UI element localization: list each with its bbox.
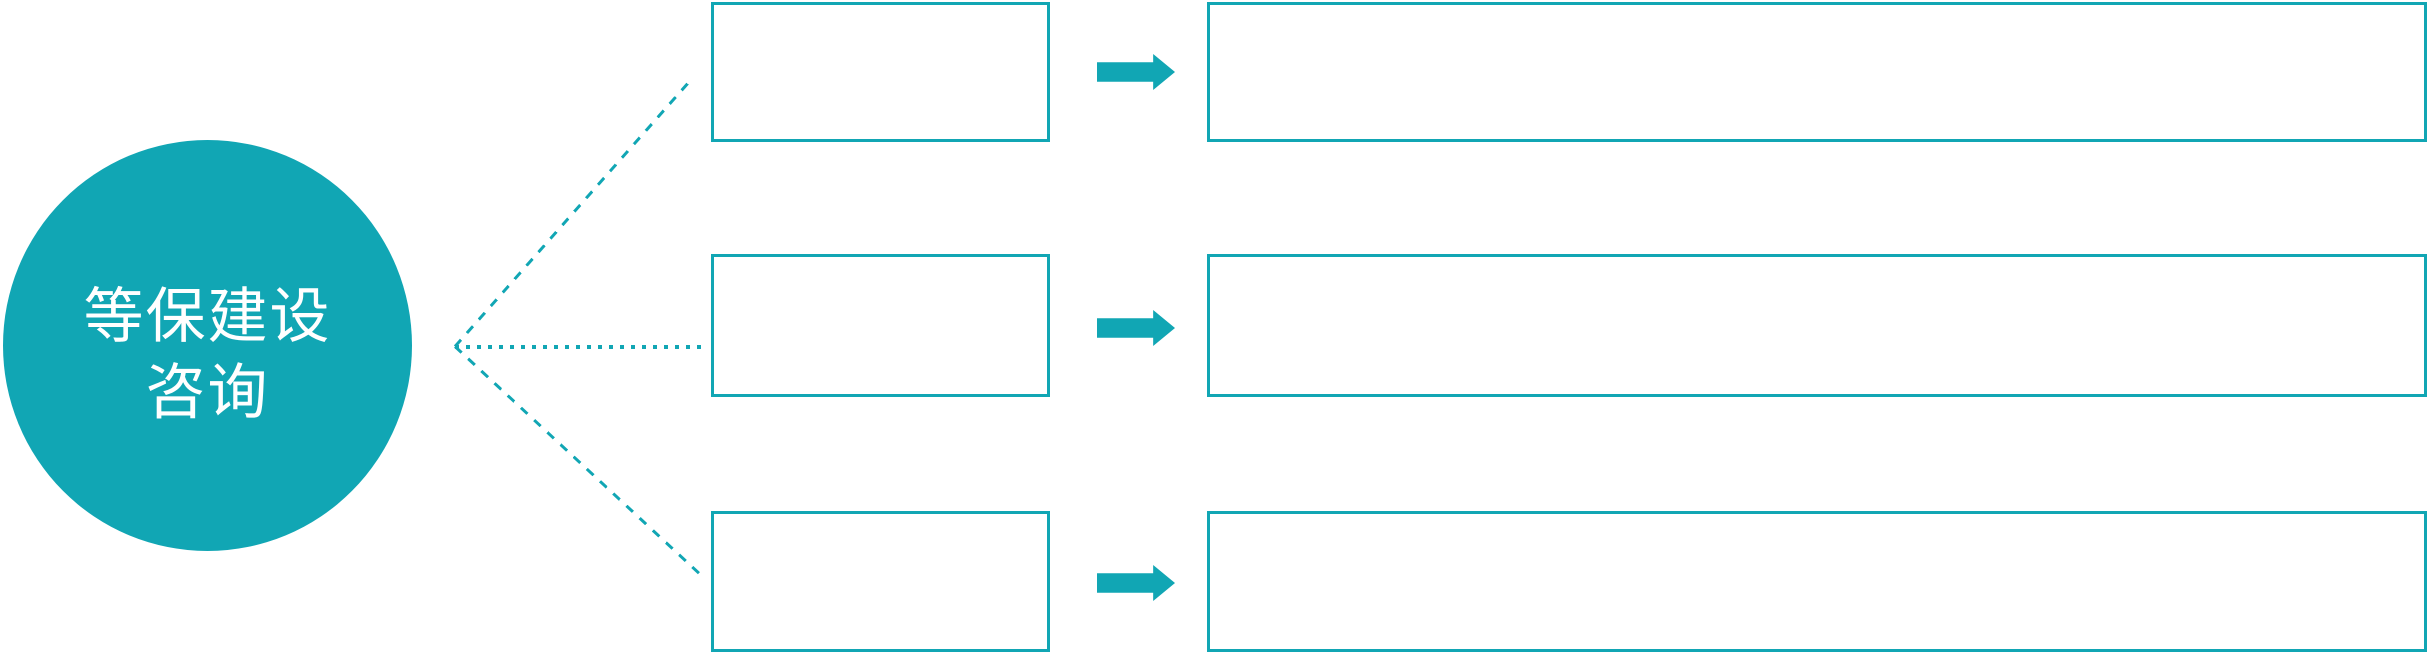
step-box-1 — [711, 2, 1050, 142]
detail-box-2 — [1207, 254, 2427, 397]
right-arrow-icon — [1097, 310, 1175, 346]
right-arrow-icon — [1097, 565, 1175, 601]
detail-box-3 — [1207, 511, 2427, 652]
hub-label-line2: 咨询 — [145, 358, 270, 426]
connector-line-middle — [455, 345, 702, 349]
step-box-2 — [711, 254, 1050, 397]
hub-circle: 等保建设 咨询 — [3, 140, 412, 551]
right-arrow-icon — [1097, 54, 1175, 90]
detail-box-1 — [1207, 2, 2427, 142]
connector-line-top — [453, 79, 692, 348]
hub-label-line1: 等保建设 — [83, 282, 332, 350]
connector-line-bottom — [453, 345, 700, 575]
step-box-3 — [711, 511, 1050, 652]
